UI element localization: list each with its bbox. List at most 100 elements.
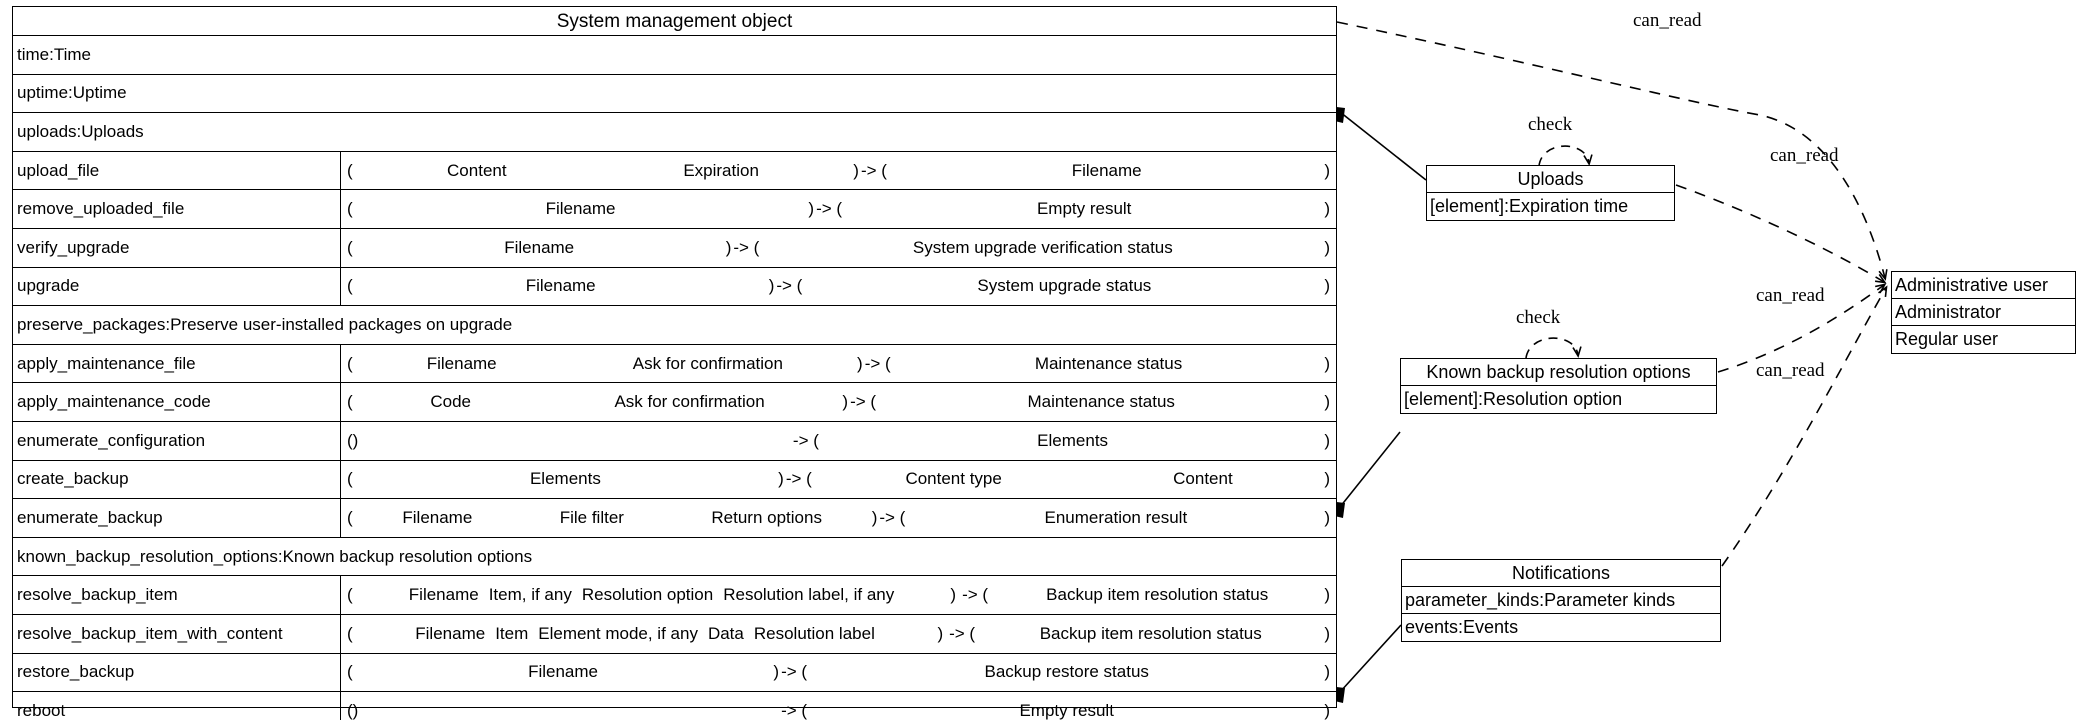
close-paren: ) bbox=[725, 237, 732, 257]
attribute-label: uptime:Uptime bbox=[17, 83, 127, 103]
open-paren: ( bbox=[347, 392, 353, 412]
return-value: Empty result bbox=[1019, 700, 1114, 720]
class-title: Known backup resolution options bbox=[1401, 359, 1716, 386]
open-paren: ( bbox=[347, 469, 353, 489]
operation-signature: ( Filename ) -> ( System upgrade verific… bbox=[341, 229, 1336, 267]
operation-signature: ( Filename Item, if any Resolution optio… bbox=[341, 576, 1336, 614]
close-paren: ) bbox=[808, 199, 815, 219]
edge-label-can-read-4: can_read bbox=[1756, 360, 1825, 381]
attribute-label: uploads:Uploads bbox=[17, 121, 144, 141]
operation-row: apply_maintenance_file ( Filename Ask fo… bbox=[13, 344, 1336, 384]
arg: File filter bbox=[559, 507, 624, 527]
arg: Resolution label, if any bbox=[723, 585, 895, 605]
composition-edge-notifications bbox=[1326, 624, 1402, 703]
return-close-paren: ) bbox=[1324, 237, 1330, 257]
attribute-label: preserve_packages:Preserve user-installe… bbox=[17, 314, 513, 334]
class-box-uploads: Uploads [element]:Expiration time bbox=[1426, 165, 1675, 221]
enum-value: Administrator bbox=[1892, 299, 2075, 326]
operation-name: upgrade bbox=[13, 267, 341, 306]
attribute-label: [element]:Expiration time bbox=[1430, 196, 1629, 216]
return-value: Elements bbox=[1037, 430, 1109, 450]
operation-row: create_backup ( Elements ) -> ( Content … bbox=[13, 460, 1336, 500]
close-paren: ) bbox=[937, 623, 944, 643]
operation-signature: () -> ( Empty result ) bbox=[341, 692, 1336, 720]
arg: Ask for confirmation bbox=[632, 353, 783, 373]
check-loop-known-backup bbox=[1525, 337, 1582, 359]
operation-signature: ( Filename ) -> ( Backup restore status … bbox=[341, 654, 1336, 692]
class-title: System management object bbox=[13, 7, 1336, 36]
check-loop-uploads bbox=[1538, 145, 1593, 167]
operation-signature: ( Filename ) -> ( Empty result ) bbox=[341, 190, 1336, 228]
can-read-edge-4 bbox=[1721, 285, 1888, 567]
return-close-paren: ) bbox=[1324, 276, 1331, 296]
arg: Item, if any bbox=[488, 585, 572, 605]
class-title: Administrative user bbox=[1892, 272, 2075, 299]
return-close-paren: ) bbox=[1324, 353, 1331, 373]
return-close-paren: ) bbox=[1324, 507, 1331, 527]
return-arrow: -> ( bbox=[949, 623, 976, 643]
return-close-paren: ) bbox=[1324, 160, 1331, 180]
return-close-paren: ) bbox=[1324, 199, 1330, 219]
return-value: System upgrade status bbox=[977, 276, 1152, 296]
arg: Resolution option bbox=[581, 585, 714, 605]
attribute-label: time:Time bbox=[17, 44, 91, 64]
operation-name: remove_uploaded_file bbox=[13, 190, 341, 228]
edge-label-can-read-2: can_read bbox=[1770, 145, 1839, 166]
arg: Content bbox=[447, 160, 507, 180]
class-box-notifications: Notifications parameter_kinds:Parameter … bbox=[1401, 559, 1721, 642]
arg: Code bbox=[430, 392, 472, 412]
operation-signature: ( Code Ask for confirmation ) -> ( Maint… bbox=[341, 383, 1336, 421]
attribute-row: uptime:Uptime bbox=[13, 75, 1336, 114]
return-arrow: -> ( bbox=[785, 469, 812, 489]
close-paren: ) bbox=[950, 585, 957, 605]
return-close-paren: ) bbox=[1324, 662, 1330, 682]
open-paren: ( bbox=[347, 237, 353, 257]
open-paren: ( bbox=[347, 662, 353, 682]
arg: Filename bbox=[528, 662, 598, 682]
close-paren: ) bbox=[857, 353, 863, 373]
edge-label-can-read-3: can_read bbox=[1756, 285, 1825, 306]
operation-row: upload_file ( Content Expiration ) -> ( … bbox=[13, 151, 1336, 191]
attribute-label: events:Events bbox=[1405, 617, 1519, 637]
composition-edge-known-backup bbox=[1326, 431, 1401, 518]
attribute-label: [element]:Resolution option bbox=[1404, 389, 1623, 409]
operation-row: verify_upgrade ( Filename ) -> ( System … bbox=[13, 228, 1336, 268]
can-read-edge-2 bbox=[1675, 184, 1887, 284]
operation-name: verify_upgrade bbox=[13, 228, 341, 267]
return-value: Content bbox=[1173, 469, 1233, 489]
return-value: Backup item resolution status bbox=[1039, 623, 1262, 643]
operation-row: upgrade ( Filename ) -> ( System upgrade… bbox=[13, 267, 1336, 307]
arg: Data bbox=[707, 623, 744, 643]
arg: Filename bbox=[545, 199, 616, 219]
return-close-paren: ) bbox=[1324, 430, 1331, 450]
open-paren: ( bbox=[347, 160, 353, 180]
attribute-row: preserve_packages:Preserve user-installe… bbox=[13, 306, 1336, 345]
operation-name: upload_file bbox=[13, 151, 341, 190]
arg: Filename bbox=[525, 276, 596, 296]
return-close-paren: ) bbox=[1324, 585, 1331, 605]
return-value: System upgrade verification status bbox=[912, 237, 1173, 257]
return-arrow: -> ( bbox=[860, 160, 887, 180]
class-title: Notifications bbox=[1402, 560, 1720, 587]
operation-signature: ( Content Expiration ) -> ( Filename ) bbox=[341, 152, 1336, 190]
composition-edge-uploads bbox=[1326, 106, 1427, 181]
return-arrow: -> ( bbox=[850, 392, 877, 412]
open-paren: () bbox=[347, 700, 359, 720]
close-paren: ) bbox=[871, 507, 878, 527]
return-value: Backup item resolution status bbox=[1046, 585, 1269, 605]
operation-signature: ( Elements ) -> ( Content type Content ) bbox=[341, 461, 1336, 499]
attribute-label: known_backup_resolution_options:Known ba… bbox=[17, 546, 533, 566]
attribute-label: parameter_kinds:Parameter kinds bbox=[1402, 587, 1720, 614]
operation-name: apply_maintenance_code bbox=[13, 383, 341, 421]
arg: Resolution label bbox=[753, 623, 875, 643]
operation-row: enumerate_backup ( Filename File filter … bbox=[13, 499, 1336, 538]
close-paren: ) bbox=[768, 276, 775, 296]
operation-name: restore_backup bbox=[13, 653, 341, 692]
operation-name: resolve_backup_item bbox=[13, 576, 341, 614]
operation-name: reboot bbox=[13, 692, 341, 720]
return-arrow: -> ( bbox=[879, 507, 906, 527]
arg: Expiration bbox=[683, 160, 759, 180]
return-close-paren: ) bbox=[1324, 469, 1331, 489]
arg: Filename bbox=[426, 353, 497, 373]
return-arrow: -> ( bbox=[962, 585, 989, 605]
